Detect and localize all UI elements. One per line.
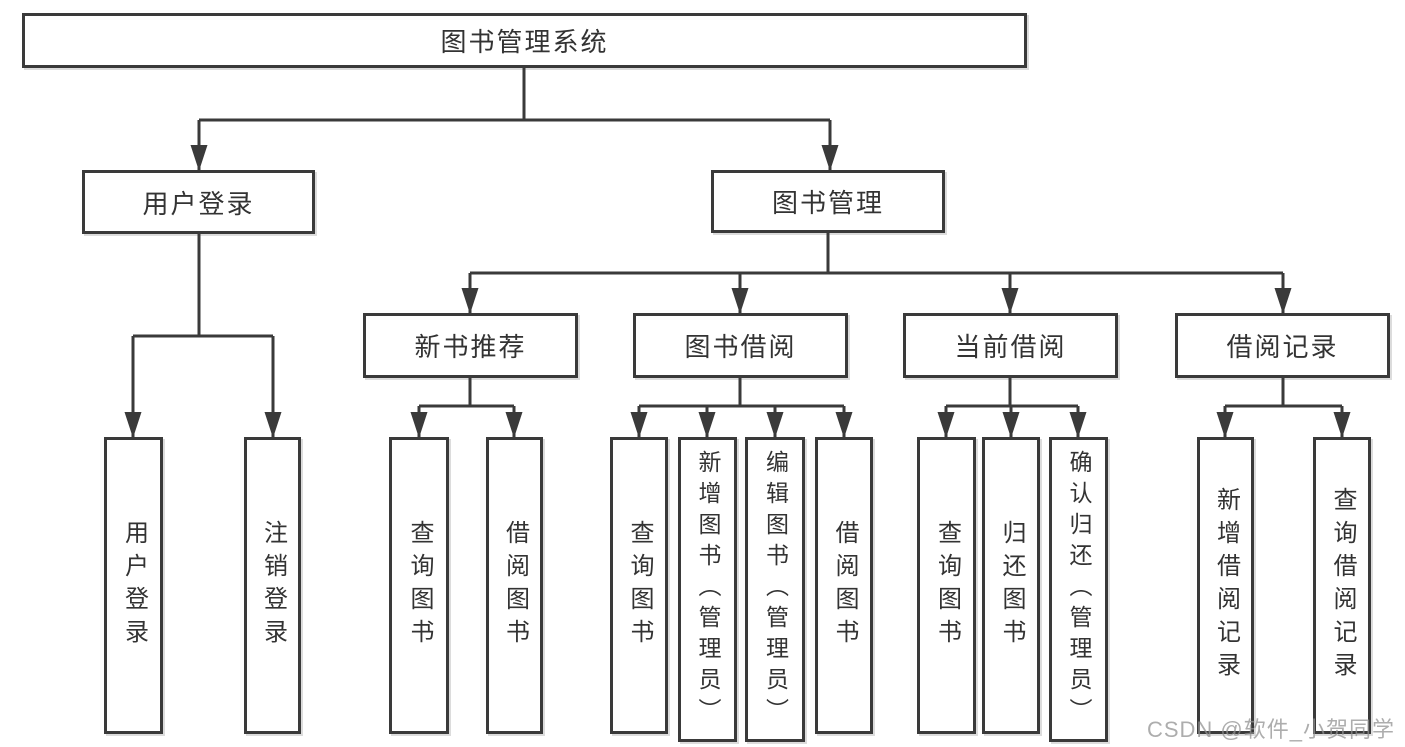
node-label: 归还图书 [998,519,1025,652]
node-label: 查询借阅记录 [1329,486,1356,685]
node-label: 新书推荐 [414,332,527,362]
leaf-query-books: 查询图书 [917,437,976,734]
leaf-query-books: 查询图书 [610,437,668,734]
connector-borrowing-records [1225,378,1342,408]
node-library-management-system: 图书管理系统 [22,13,1027,68]
node-label: 图书借阅 [684,332,797,362]
node-label: 新增图书（管理员） [695,450,721,729]
node-label: 新增借阅记录 [1212,486,1240,685]
node-label: 用户登录 [142,188,255,219]
connector-user-login [133,234,273,338]
node-label: 借阅图书 [831,519,858,652]
leaf-user-login: 用户登录 [104,437,163,734]
node-label: 注销登录 [259,519,287,652]
connector-root [199,68,830,122]
node-book-borrowing: 图书借阅 [633,313,848,378]
leaf-edit-books-admin: 编辑图书（管理员） [745,437,805,742]
leaf-borrow-books: 借阅图书 [486,437,543,734]
leaf-query-books: 查询图书 [389,437,449,734]
leaf-add-borrow-record: 新增借阅记录 [1197,437,1254,734]
node-borrowing-records: 借阅记录 [1175,313,1390,378]
node-label: 确认归还（管理员） [1066,450,1092,729]
leaf-return-books: 归还图书 [982,437,1040,734]
leaf-confirm-return-admin: 确认归还（管理员） [1049,437,1108,742]
watermark: CSDN @软件_小贺同学 [1146,717,1395,742]
node-current-borrowing: 当前借阅 [903,313,1118,378]
node-book-management: 图书管理 [711,170,945,233]
connector-book-borrowing [639,378,844,408]
connector-current-borrowing [946,378,1078,408]
connector-new-book-recommendation [419,378,514,408]
leaf-query-borrow-record: 查询借阅记录 [1313,437,1371,734]
node-label: 编辑图书（管理员） [762,450,789,729]
node-label: 当前借阅 [954,332,1067,362]
node-label: 图书管理 [771,188,884,218]
node-user-login: 用户登录 [82,170,315,234]
node-label: 图书管理系统 [440,27,609,57]
node-label: 借阅图书 [501,519,529,652]
leaf-add-books-admin: 新增图书（管理员） [678,437,737,742]
node-label: 查询图书 [626,519,653,652]
node-label: 借阅记录 [1226,332,1339,362]
node-label: 查询图书 [406,519,433,652]
connector-book-management [470,233,1283,275]
node-new-book-recommendation: 新书推荐 [363,313,578,378]
leaf-logout: 注销登录 [244,437,301,734]
node-label: 查询图书 [933,519,961,652]
node-label: 用户登录 [120,519,148,652]
leaf-borrow-books: 借阅图书 [815,437,873,734]
